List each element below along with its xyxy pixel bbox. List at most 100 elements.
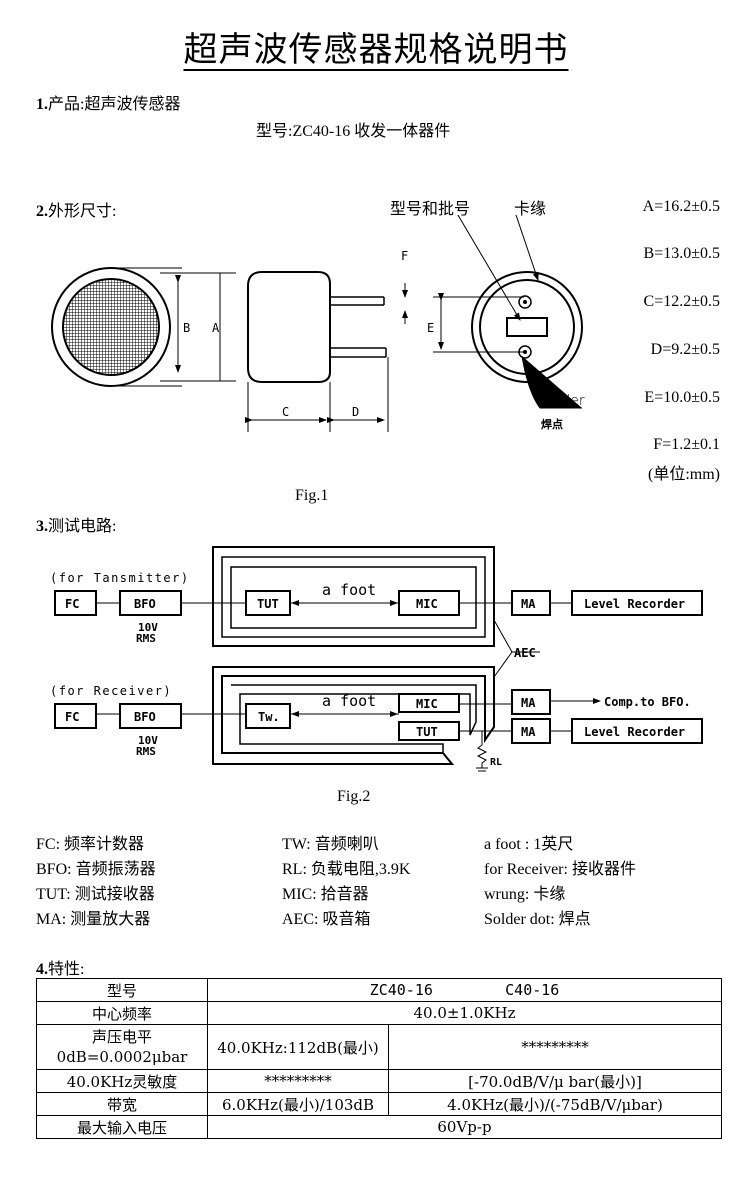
table-cell: [-70.0dB/V/μ bar(最小)] — [388, 1069, 722, 1093]
legend-item: TW: 音频喇叭 — [282, 836, 379, 853]
dim-c-letter: C — [282, 405, 289, 419]
spec-unit: (单位:mm) — [648, 466, 720, 483]
fc-box-label: FC — [65, 710, 79, 724]
mic-box-label: MIC — [416, 697, 438, 711]
section-number: 3. — [36, 518, 48, 535]
legend-col-1: FC: 频率计数器 BFO: 音频振荡器 TUT: 测试接收器 MA: 测量放大… — [36, 832, 156, 932]
level-recorder-label: Level Recorder — [584, 597, 685, 611]
tw-box-label: Tw. — [258, 710, 280, 724]
dim-e-letter: E — [427, 321, 434, 335]
table-cell: ********* — [207, 1069, 389, 1093]
tut-box-label: TUT — [257, 597, 279, 611]
spec-d: D=9.2±0.5 — [650, 341, 720, 358]
section-label: 特性: — [48, 961, 85, 978]
dim-d-letter: D — [352, 405, 359, 419]
cell-line: 0dB=0.0002μbar — [56, 1048, 188, 1066]
section-4-heading: 4.特性: — [36, 955, 84, 979]
comp-to-bfo-label: Comp.to BFO. — [604, 695, 691, 709]
mic-box-label: MIC — [416, 597, 438, 611]
section-number: 1. — [36, 96, 48, 113]
table-row: 40.0KHz灵敏度 ********* [-70.0dB/V/μ bar(最小… — [36, 1069, 722, 1093]
dim-a-letter: A — [212, 321, 220, 335]
rms-label: RMS — [136, 745, 156, 758]
table-row: 最大输入电压 60Vp-p — [36, 1115, 722, 1139]
table-cell: ********* — [388, 1024, 722, 1070]
back-view: E Solder 焊点 — [427, 215, 585, 431]
bfo-box-label: BFO — [134, 597, 156, 611]
fig2-test-circuit: (for Tansmitter) FC BFO 10V RMS TUT a fo… — [50, 546, 703, 772]
spec-b: B=13.0±0.5 — [643, 245, 720, 262]
section-2-heading: 2.外形尺寸: — [36, 197, 116, 221]
table-cell: 声压电平 0dB=0.0002μbar — [36, 1024, 208, 1070]
table-cell: ZC40-16 C40-16 — [207, 978, 722, 1002]
characteristics-table: 型号 ZC40-16 C40-16 中心频率 40.0±1.0KHz 声压电平 0… — [36, 978, 722, 1139]
table-cell: 带宽 — [36, 1092, 208, 1116]
fig2-caption: Fig.2 — [337, 788, 371, 805]
legend-item: for Receiver: 接收器件 — [484, 861, 636, 878]
spec-c: C=12.2±0.5 — [643, 293, 720, 310]
title-text: 超声波传感器规格说明书 — [183, 30, 569, 70]
legend-item: wrung: 卡缘 — [484, 886, 566, 903]
table-cell: 6.0KHz(最小)/103dB — [207, 1092, 389, 1116]
section-label: 外形尺寸: — [48, 203, 117, 220]
section-1-heading: 1.产品:超声波传感器 — [36, 90, 180, 114]
table-cell: 40.0±1.0KHz — [207, 1001, 722, 1025]
table-cell: 中心频率 — [36, 1001, 208, 1025]
table-cell: 型号 — [36, 978, 208, 1002]
ma-box-label: MA — [521, 696, 536, 710]
tut-box-label: TUT — [416, 725, 438, 739]
legend-item: AEC: 吸音箱 — [282, 911, 371, 928]
solder-label: Solder — [540, 393, 585, 409]
for-transmitter-label: (for Tansmitter) — [50, 571, 190, 585]
rms-voltage-label: 10V — [138, 621, 158, 634]
spec-f: F=1.2±0.1 — [653, 436, 720, 453]
for-receiver-label: (for Receiver) — [50, 684, 172, 698]
dim-b-letter: B — [183, 321, 190, 335]
side-view: C D F — [245, 249, 408, 432]
aec-label: AEC — [514, 646, 536, 660]
section-number: 4. — [36, 961, 48, 978]
front-view: B A — [51, 267, 236, 387]
ma-box-label: MA — [521, 725, 536, 739]
callout-wrung: 卡缘 — [514, 201, 547, 218]
fc-box-label: FC — [65, 597, 79, 611]
legend-item: RL: 负载电阻,3.9K — [282, 861, 411, 878]
legend-item: Solder dot: 焊点 — [484, 911, 591, 928]
level-recorder-label: Level Recorder — [584, 725, 685, 739]
rms-label: RMS — [136, 632, 156, 645]
table-cell: 最大输入电压 — [36, 1115, 208, 1139]
a-foot-label: a foot — [322, 692, 376, 710]
ma-box-label: MA — [521, 597, 536, 611]
cell-line: 声压电平 — [91, 1028, 152, 1046]
fig1-dimension-drawing: B A C D F E Solder 焊点 — [51, 215, 585, 432]
table-cell: 40.0KHz:112dB(最小) — [207, 1024, 389, 1070]
fig1-caption: Fig.1 — [295, 487, 329, 504]
dim-f-letter: F — [401, 249, 408, 263]
rl-label: RL — [490, 757, 502, 768]
legend-item: BFO: 音频振荡器 — [36, 861, 156, 878]
model-line: 型号:ZC40-16 收发一体器件 — [256, 123, 451, 140]
table-cell: 40.0KHz灵敏度 — [36, 1069, 208, 1093]
legend-col-3: a foot : 1英尺 for Receiver: 接收器件 wrung: 卡… — [484, 832, 636, 932]
legend-item: TUT: 测试接收器 — [36, 886, 155, 903]
legend-item: FC: 频率计数器 — [36, 836, 145, 853]
callout-model-batch: 型号和批号 — [390, 201, 471, 218]
spec-e: E=10.0±0.5 — [644, 389, 720, 406]
a-foot-label: a foot — [322, 581, 376, 599]
table-row: 带宽 6.0KHz(最小)/103dB 4.0KHz(最小)/(-75dB/V/… — [36, 1092, 722, 1116]
page-title: 超声波传感器规格说明书 — [0, 22, 752, 71]
table-cell: 4.0KHz(最小)/(-75dB/V/μbar) — [388, 1092, 722, 1116]
spec-a: A=16.2±0.5 — [642, 198, 720, 215]
legend-item: a foot : 1英尺 — [484, 836, 574, 853]
table-row: 中心频率 40.0±1.0KHz — [36, 1001, 722, 1025]
table-row: 声压电平 0dB=0.0002μbar 40.0KHz:112dB(最小) ***… — [36, 1024, 722, 1070]
section-number: 2. — [36, 203, 48, 220]
table-row: 型号 ZC40-16 C40-16 — [36, 978, 722, 1002]
legend-item: MA: 测量放大器 — [36, 911, 151, 928]
section-label: 测试电路: — [48, 518, 117, 535]
bfo-box-label: BFO — [134, 710, 156, 724]
legend-col-2: TW: 音频喇叭 RL: 负载电阻,3.9K MIC: 拾音器 AEC: 吸音箱 — [282, 832, 410, 932]
rms-voltage-label: 10V — [138, 734, 158, 747]
solder-cn-label: 焊点 — [541, 417, 563, 431]
legend-item: MIC: 拾音器 — [282, 886, 369, 903]
